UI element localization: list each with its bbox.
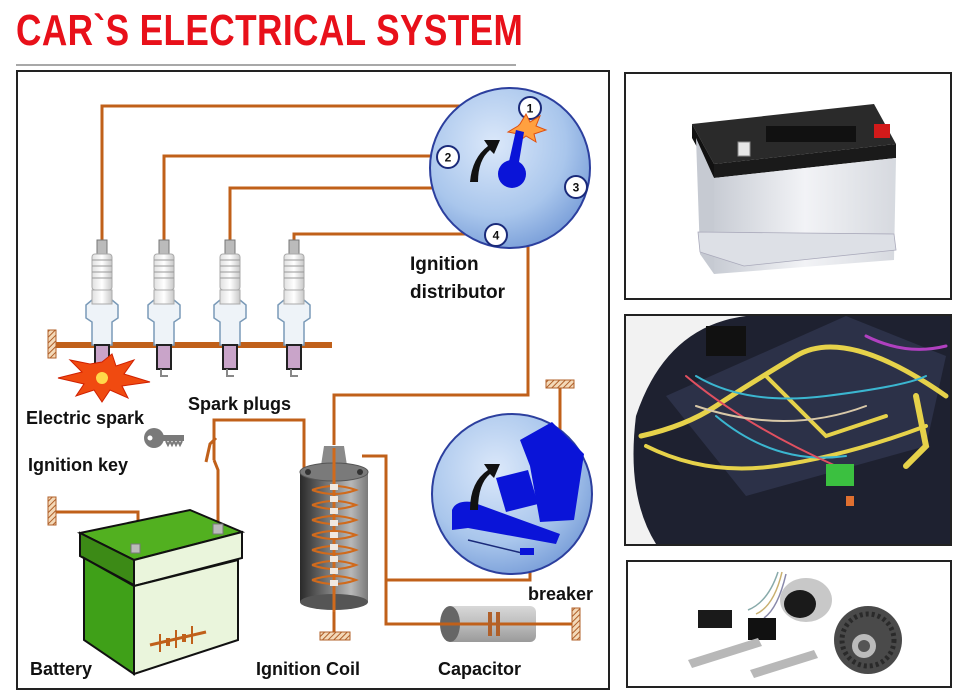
breaker-housing xyxy=(520,422,584,522)
engine-wiring-image xyxy=(626,316,950,544)
label-breaker: breaker xyxy=(528,584,593,604)
spark-plug xyxy=(147,239,181,377)
battery-terminal-negative xyxy=(130,543,141,554)
wire-plug-1 xyxy=(100,104,520,240)
label-ignition-distributor-1: Ignition xyxy=(410,254,479,275)
distributor-terminal-1: 1 xyxy=(518,96,542,120)
ground-symbol-coil xyxy=(319,631,351,641)
ignition-distributor: 1 2 3 4 xyxy=(429,87,591,249)
alternator-photo xyxy=(834,606,902,674)
battery-cells-symbol xyxy=(149,626,207,652)
rotation-arrow-icon xyxy=(470,140,500,182)
electrical-components-image xyxy=(688,571,902,678)
engine-wiring-harness-photo xyxy=(624,314,952,546)
distributor-terminal-3: 3 xyxy=(564,175,588,199)
label-battery: Battery xyxy=(30,659,92,679)
label-ignition-distributor-2: distributor xyxy=(410,282,506,303)
page-title: CAR`S ELECTRICAL SYSTEM xyxy=(16,6,524,55)
svg-text:1: 1 xyxy=(527,102,534,116)
ground-symbol-capacitor xyxy=(571,607,581,641)
svg-text:2: 2 xyxy=(445,151,452,165)
rotation-arrow-icon xyxy=(470,464,500,510)
ground-symbol-plugs xyxy=(47,329,57,359)
wire-battery-to-key xyxy=(212,459,220,528)
spark-plug xyxy=(277,239,311,377)
ground-symbol-breaker xyxy=(545,379,575,389)
distributor-spark-icon xyxy=(506,112,548,144)
label-ignition-coil: Ignition Coil xyxy=(256,659,360,679)
electrical-components-photo xyxy=(626,560,952,688)
wire-plug-2 xyxy=(162,154,440,240)
ignition-switch xyxy=(204,436,218,463)
svg-text:3: 3 xyxy=(573,181,580,195)
label-electric-spark: Electric spark xyxy=(26,408,145,428)
breaker-arm xyxy=(452,501,560,544)
car-battery-image xyxy=(692,104,897,274)
spark-plug xyxy=(85,239,119,377)
ignition-key-icon xyxy=(144,428,184,448)
car-battery-photo xyxy=(624,72,952,300)
ignition-coil xyxy=(299,446,369,612)
breaker-contact xyxy=(520,548,534,555)
spark-plug-photo xyxy=(688,638,818,678)
breaker-assembly xyxy=(431,413,593,575)
breaker-cam xyxy=(496,470,538,512)
title-divider xyxy=(16,64,516,66)
spark-plugs xyxy=(85,239,311,377)
label-spark-plugs: Spark plugs xyxy=(188,394,291,414)
distributor-rotor xyxy=(498,130,526,188)
wire-rotor-to-coil xyxy=(332,174,530,445)
wire-key-to-coil xyxy=(212,418,306,468)
battery-illustration xyxy=(76,508,246,676)
spark-plug xyxy=(213,239,247,377)
label-capacitor: Capacitor xyxy=(438,659,521,679)
battery-terminal-positive xyxy=(212,523,224,535)
svg-text:4: 4 xyxy=(493,229,500,243)
wire-plug-4 xyxy=(292,232,488,240)
ground-symbol-battery xyxy=(47,496,57,526)
capacitor xyxy=(400,606,572,642)
distributor-terminal-4: 4 xyxy=(484,223,508,247)
distributor-terminal-2: 2 xyxy=(436,145,460,169)
label-ignition-key: Ignition key xyxy=(28,455,128,475)
